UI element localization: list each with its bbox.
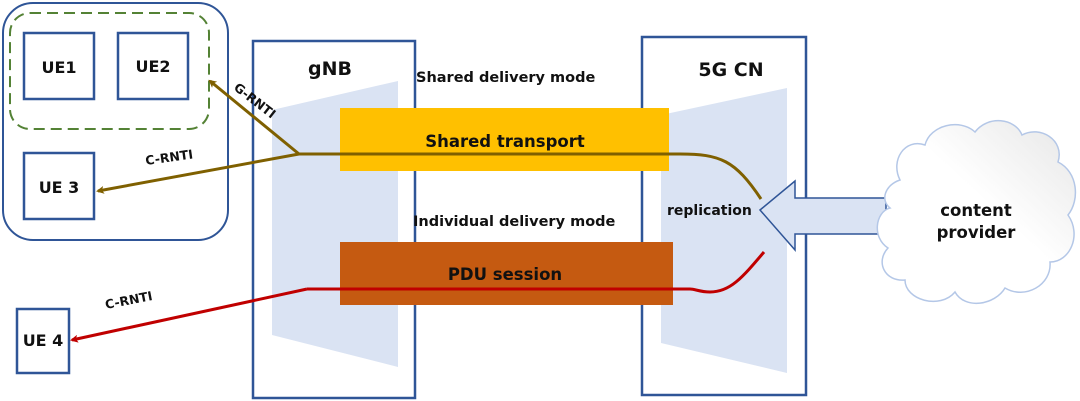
shared-transport-label: Shared transport [425,132,585,151]
c-rnti-shared-label: C-RNTI [144,146,194,168]
core-network-node[interactable]: 5G CN [640,35,808,397]
c-rnti-individual-label: C-RNTI [104,288,154,312]
ue3-box[interactable]: UE 3 [22,151,96,221]
cloud-shape [876,119,1077,305]
gnb-node[interactable]: gNB [251,39,417,400]
g-rnti-arrow [208,79,300,156]
shared-mode-title: Shared delivery mode [416,70,596,86]
content-provider-line2: provider [937,223,1017,242]
content-ingest-arrow [758,179,887,252]
ue4-label: UE 4 [23,331,64,350]
c-rnti-individual-arrow [70,287,308,343]
ue3-label: UE 3 [39,178,80,197]
c-rnti-shared-arrow [96,152,300,194]
individual-mode-title: Individual delivery mode [413,214,616,230]
individual-delivery-line [307,251,766,294]
pdu-session-label: PDU session [448,265,562,284]
shared-transport-bar[interactable]: Shared transport [340,108,669,171]
ue1-box[interactable]: UE1 [22,31,96,101]
ue2-box[interactable]: UE2 [116,31,190,101]
ue2-label: UE2 [135,57,170,76]
core-trapezoid [661,88,787,373]
core-title: 5G CN [698,59,763,81]
content-provider-line1: content [940,201,1012,220]
ue4-box[interactable]: UE 4 [15,307,71,375]
ue1-label: UE1 [41,58,76,77]
shared-delivery-line [299,152,763,200]
multicast-group-outline [9,12,210,130]
content-provider-cloud[interactable]: content provider [876,119,1077,305]
ue-group-container [2,2,229,241]
pdu-session-bar[interactable]: PDU session [340,242,673,305]
gnb-title: gNB [308,58,352,80]
replication-label: replication [667,203,752,219]
